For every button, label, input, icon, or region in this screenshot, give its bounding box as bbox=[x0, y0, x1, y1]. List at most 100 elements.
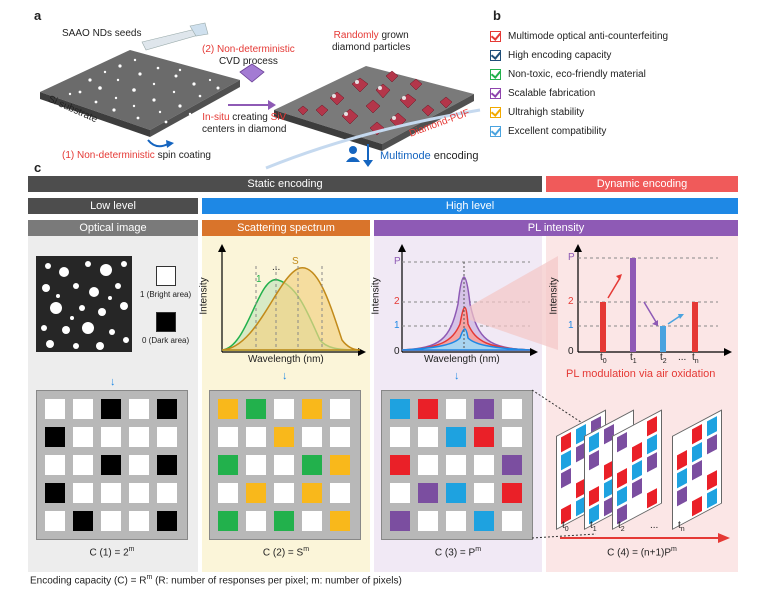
grid-cell bbox=[446, 455, 466, 475]
random-mid: grown bbox=[378, 30, 409, 41]
caption-sup: m bbox=[146, 574, 153, 581]
feature-item: Scalable fabrication bbox=[490, 87, 596, 101]
time-label-sub: 0 bbox=[564, 526, 569, 533]
dyn-tick-0: 0 bbox=[568, 346, 574, 357]
static-encoding-bar: Static encoding bbox=[28, 176, 542, 192]
formula-2: C (2) = Sm bbox=[226, 546, 346, 558]
step1-highlight: (1) Non-deterministic bbox=[62, 150, 155, 161]
multimode-label: Multimode encoding bbox=[380, 150, 478, 162]
grid-cell bbox=[157, 399, 177, 419]
frame-cell bbox=[647, 452, 657, 473]
feature-item: Excellent compatibility bbox=[490, 125, 606, 139]
frame-cell bbox=[632, 442, 642, 463]
grid-cell bbox=[218, 483, 238, 503]
time-label: t0 bbox=[600, 352, 607, 368]
pl-tick-2: 2 bbox=[394, 296, 400, 307]
grid-cell bbox=[390, 511, 410, 531]
grid-cell bbox=[330, 511, 350, 531]
grid-cell bbox=[446, 427, 466, 447]
random-highlight: Randomly bbox=[333, 30, 379, 41]
frame-cell bbox=[617, 432, 627, 453]
checkbox-icon bbox=[490, 50, 501, 61]
frame-cell bbox=[617, 450, 627, 471]
formula-4: C (4) = (n+1)Pm bbox=[582, 546, 702, 558]
optical-image bbox=[36, 256, 132, 352]
diamond-particles bbox=[297, 70, 453, 136]
feature-item: Non-toxic, eco-friendly material bbox=[490, 68, 646, 82]
grid-cell bbox=[390, 427, 410, 447]
grid-cell bbox=[129, 427, 149, 447]
pl-intensity-header: PL intensity bbox=[374, 220, 738, 236]
grid-cell bbox=[418, 427, 438, 447]
caption-rest: (R: number of responses per pixel; m: nu… bbox=[152, 575, 402, 587]
frame-cell bbox=[692, 478, 702, 499]
grid-cell bbox=[101, 511, 121, 531]
formula-4-base: C (4) = (n+1)P bbox=[607, 547, 672, 559]
grid-cell bbox=[157, 483, 177, 503]
grid-cell bbox=[390, 455, 410, 475]
grid-cell bbox=[474, 427, 494, 447]
step1-rest: spin coating bbox=[154, 150, 211, 161]
formula-1-base: C (1) = 2 bbox=[89, 547, 129, 559]
grid-cell bbox=[73, 511, 93, 531]
formula-2-sup: m bbox=[303, 546, 310, 553]
checkbox-icon bbox=[490, 88, 501, 99]
dark-label: 0 (Dark area) bbox=[142, 336, 190, 345]
frame-cell bbox=[617, 468, 627, 489]
grid-cell bbox=[274, 399, 294, 419]
grid-cell bbox=[390, 399, 410, 419]
frame-cell bbox=[632, 478, 642, 499]
insitu-mid: creating bbox=[229, 112, 271, 123]
grid-cell bbox=[302, 511, 322, 531]
grid-cell bbox=[474, 455, 494, 475]
grid-cell bbox=[502, 427, 522, 447]
insitu-label: In-situ creating SiV centers in diamond bbox=[202, 112, 287, 136]
feature-text: Ultrahigh stability bbox=[508, 107, 585, 118]
pl-tick-0: 0 bbox=[394, 346, 400, 357]
multimode-rest: encoding bbox=[430, 150, 479, 162]
frame-cell bbox=[561, 450, 571, 471]
spectrum-label-dots: ... bbox=[272, 262, 281, 273]
frame-cell bbox=[677, 468, 687, 489]
dyn-tick-p: P bbox=[568, 252, 575, 263]
bright-label: 1 (Bright area) bbox=[140, 290, 192, 299]
seed-dots bbox=[68, 52, 220, 124]
dynamic-encoding-bar: Dynamic encoding bbox=[546, 176, 738, 192]
grid-cell bbox=[390, 483, 410, 503]
frame-cell bbox=[561, 468, 571, 489]
time-label: tn bbox=[678, 520, 685, 536]
time-label: ... bbox=[678, 352, 686, 368]
formula-3-sup: m bbox=[475, 546, 482, 553]
grid-cell bbox=[218, 399, 238, 419]
time-label: t1 bbox=[630, 352, 637, 368]
si-substrate bbox=[40, 50, 240, 130]
panel-c-letter: c bbox=[34, 160, 42, 175]
time-label-base: t bbox=[618, 520, 621, 531]
frame-cell bbox=[707, 434, 717, 455]
scatter-wavelength-axis: Wavelength (nm) bbox=[248, 354, 324, 365]
grid-cell bbox=[246, 399, 266, 419]
dyn-tick-2: 2 bbox=[568, 296, 574, 307]
grid-cell bbox=[101, 399, 121, 419]
grid-cell bbox=[474, 399, 494, 419]
grid-cell bbox=[330, 399, 350, 419]
grid-cell bbox=[330, 455, 350, 475]
pl-tick-p: P bbox=[394, 256, 401, 267]
frame-cell bbox=[692, 460, 702, 481]
grid-cell bbox=[45, 511, 65, 531]
frame-cell bbox=[632, 460, 642, 481]
frame-cell bbox=[707, 470, 717, 491]
dyn-intensity-axis: Intensity bbox=[548, 277, 560, 315]
seeds-label: SAAO NDs seeds bbox=[62, 28, 142, 39]
time-label-base: t bbox=[692, 352, 695, 363]
feature-text: Scalable fabrication bbox=[508, 88, 596, 99]
caption-base: Encoding capacity (C) = R bbox=[30, 575, 147, 587]
bar-t1 bbox=[630, 258, 636, 352]
grid-cell bbox=[446, 399, 466, 419]
formula-3: C (3) = Pm bbox=[398, 546, 518, 558]
time-label-base: t bbox=[590, 520, 593, 531]
grid-cell bbox=[418, 511, 438, 531]
checkbox-icon bbox=[490, 69, 501, 80]
grid-cell bbox=[45, 399, 65, 419]
frame-cell bbox=[561, 432, 571, 453]
